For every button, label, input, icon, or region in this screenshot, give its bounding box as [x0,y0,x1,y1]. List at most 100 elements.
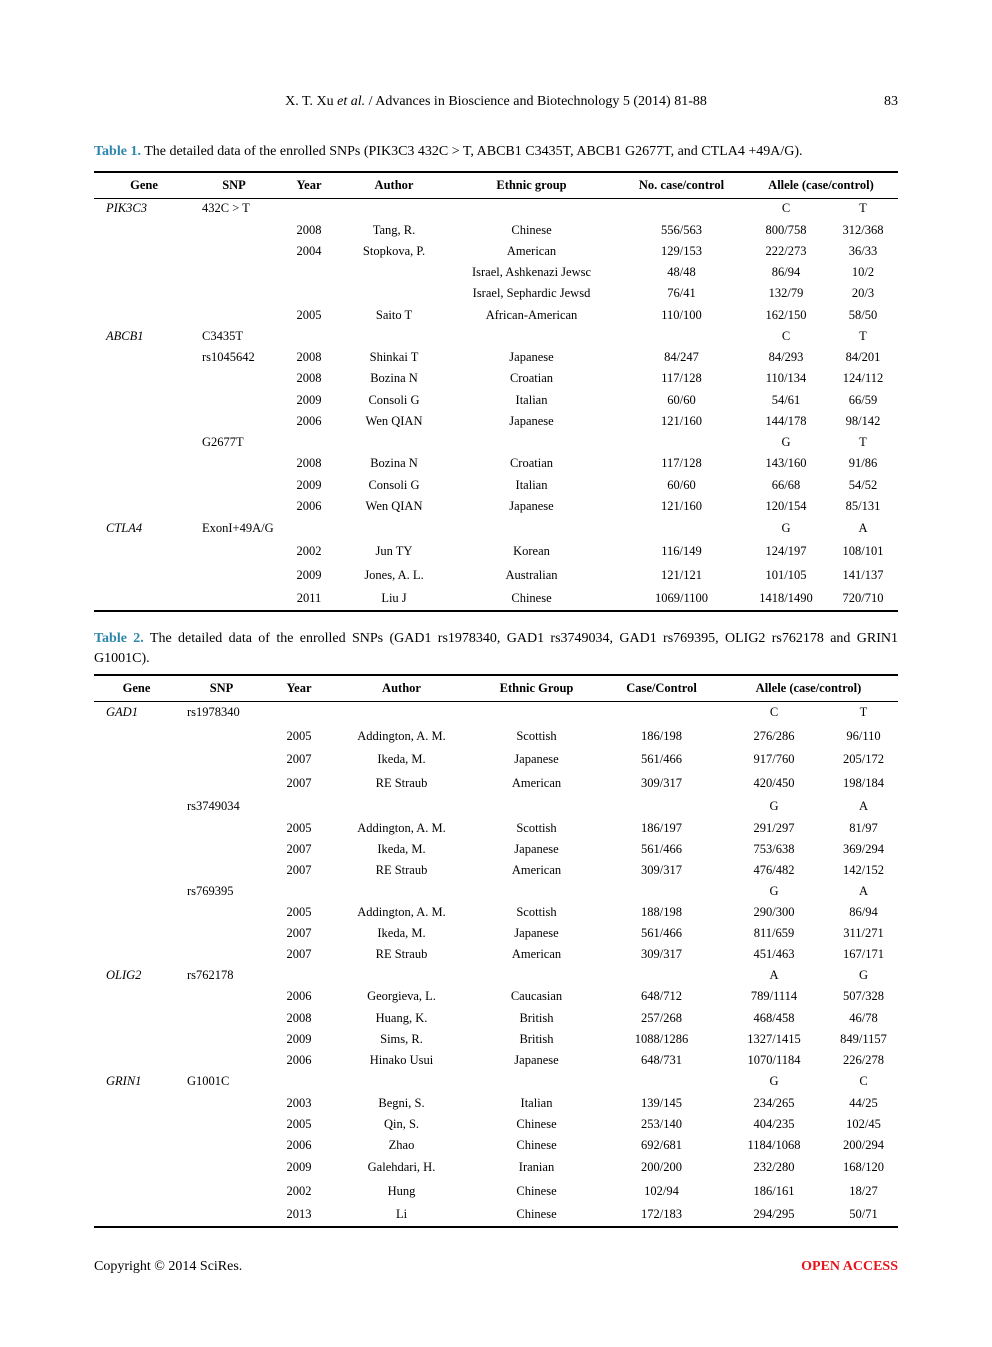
cell-year: 2009 [286,1160,312,1174]
cell-allele-1: A [769,968,779,982]
cell-ethnic: Korean [513,544,550,558]
cell-snp [194,389,274,411]
cell-ethnic: Italian [520,1095,553,1110]
running-header: X. T. Xu et al. / Advances in Bioscience… [94,94,898,112]
cell-year [274,198,344,219]
cell-year: 2002 [296,544,322,558]
cell-ethnic: Japanese [514,926,559,940]
cell-gene [94,1050,179,1071]
cell-gene [94,1007,179,1029]
col-year: Year [286,680,312,695]
cell-year: 2009 [296,392,322,407]
cell-case-control: 648/712 [641,989,682,1003]
cell-snp [194,496,274,517]
cell-snp: rs1978340 [187,705,240,720]
cell-case-control: 60/60 [667,392,696,407]
cell-case-control: 186/197 [641,820,682,835]
cell-gene [94,540,194,563]
cell-author: Consoli G [368,477,420,492]
cell-gene [94,1114,179,1135]
cell-ethnic: Chinese [516,1138,557,1152]
cell-gene [94,587,194,611]
cell-author [344,326,444,347]
cell-gene [94,563,194,587]
cell-snp [179,1007,264,1029]
cell-snp [194,474,274,496]
cell-gene [94,923,179,944]
cell-snp [179,902,264,923]
cell-year: 2008 [286,1010,312,1025]
cell-gene [94,411,194,432]
cell-year: 2008 [296,350,322,364]
col-author: Author [382,680,421,695]
col-snp: SNP [209,680,234,695]
cell-case-control [604,881,719,902]
cell-year [264,701,334,724]
col-allele: Allele (case/control) [755,680,862,695]
cell-case-control: 110/100 [661,307,702,322]
cell-gene [94,347,194,368]
cell-ethnic: Chinese [516,1183,557,1198]
cell-allele-1: 124/197 [765,544,807,558]
cell-case-control [619,432,744,453]
cell-allele-2: 198/184 [843,775,884,790]
cell-allele-2: 167/171 [843,947,884,961]
cell-allele-2: 849/1157 [840,1032,887,1046]
cell-case-control: 561/466 [641,752,682,766]
cell-snp [179,986,264,1007]
cell-snp [194,241,274,262]
cell-snp: rs762178 [187,968,234,982]
cell-allele-1: 800/758 [765,222,807,237]
cell-allele-2: 369/294 [843,842,884,856]
cell-author: Qin, S. [383,1117,420,1131]
cell-allele-2: 20/3 [851,286,875,300]
cell-year: 2008 [296,371,322,385]
cell-ethnic: Chinese [511,222,552,237]
cell-allele-2: 124/112 [842,371,884,385]
cell-case-control: 48/48 [667,265,696,279]
cell-case-control: 117/128 [661,371,702,385]
cell-ethnic: Japanese [509,499,554,513]
cell-ethnic: American [506,244,557,258]
cell-year [264,795,334,817]
table1-label: Table 1. [94,144,141,159]
cell-case-control: 116/149 [661,544,702,558]
cell-author: Wen QIAN [365,414,423,428]
cell-gene [94,283,194,304]
cell-gene: ABCB1 [106,329,144,343]
cell-author: Shinkai T [369,350,419,364]
cell-author: Jones, A. L. [364,567,424,582]
cell-allele-2: 18/27 [849,1183,878,1198]
cell-ethnic: Croatian [509,371,554,385]
cell-ethnic: Israel, Sephardic Jewsd [472,286,591,300]
cell-allele-1: 222/273 [765,244,807,258]
cell-ethnic: Italian [515,392,548,407]
cell-allele-2: 84/201 [845,350,881,364]
cell-case-control: 139/145 [641,1095,682,1110]
cell-author: Jun TY [375,544,413,558]
cell-author [334,965,469,986]
cell-author: Addington, A. M. [357,820,446,835]
cell-year: 2007 [286,752,312,766]
cell-allele-1: G [769,798,779,813]
cell-case-control [604,965,719,986]
cell-allele-2: 142/152 [843,863,884,877]
cell-ethnic [469,965,604,986]
cell-year: 2005 [286,905,312,919]
cell-year: 2009 [296,477,322,492]
cell-case-control [604,1071,719,1092]
cell-ethnic: American [511,947,562,961]
table2-label: Table 2. [94,631,144,646]
cell-gene: OLIG2 [106,968,142,982]
cell-gene [94,1029,179,1050]
cell-author [334,701,469,724]
